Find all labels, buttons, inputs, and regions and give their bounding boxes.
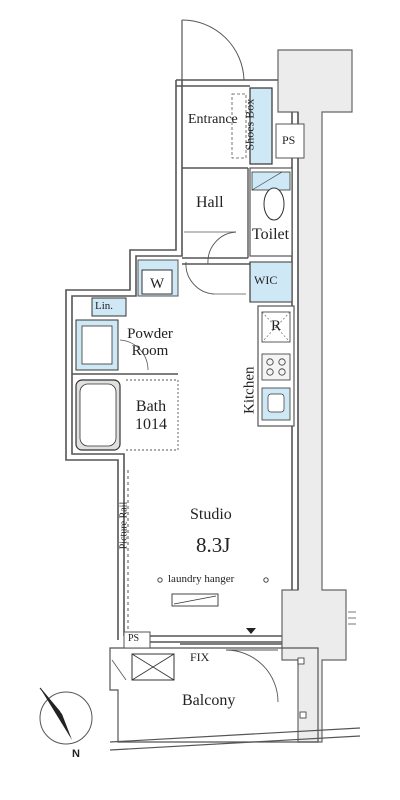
shoes-box-label: Shoes Box <box>242 98 257 151</box>
powder-room-line1: Powder <box>127 326 173 342</box>
ps-bottom-box <box>123 631 151 649</box>
washer-label: W <box>150 276 165 292</box>
drain-2 <box>299 711 307 719</box>
toilet-label: Toilet <box>252 226 290 243</box>
ps-top-box <box>275 123 305 159</box>
laundry-hanger <box>157 577 269 607</box>
hall-label: Hall <box>196 194 224 211</box>
washer-area <box>137 259 179 297</box>
powder-room-label: Powder Room <box>120 326 180 359</box>
compass <box>39 687 93 745</box>
studio-size-label: 8.3J <box>196 533 231 557</box>
wic-area <box>185 261 293 303</box>
vanity <box>75 319 149 371</box>
balcony-label: Balcony <box>182 692 236 709</box>
ps-bottom-label: PS <box>128 633 140 644</box>
compass-n-label: N <box>72 748 80 760</box>
wic-label: WIC <box>254 273 278 287</box>
kitchen-label: Kitchen <box>241 366 258 414</box>
balcony-area <box>109 647 361 751</box>
drain-1 <box>297 657 305 665</box>
balcony-door[interactable] <box>180 643 282 703</box>
linen-label: Lin. <box>95 300 114 312</box>
linen-cabinet <box>91 297 127 317</box>
kitchen-counter <box>257 305 295 427</box>
picture-rail-label: Picture Rail <box>118 501 130 550</box>
refrigerator-label: R <box>271 318 282 334</box>
toilet-room <box>249 167 293 257</box>
bath-line2: 1014 <box>135 415 167 433</box>
ps-top-label: PS <box>282 133 296 147</box>
column-marks <box>348 611 356 625</box>
shoes-box <box>231 87 273 165</box>
entrance-door[interactable] <box>181 19 245 81</box>
entry-marker <box>246 628 256 634</box>
bathtub <box>75 379 179 451</box>
studio-label: Studio <box>190 506 232 523</box>
laundry-hanger-label: laundry hanger <box>168 573 235 585</box>
bath-label: Bath 1014 <box>126 398 176 433</box>
ac-unit <box>111 653 175 681</box>
powder-room-line2: Room <box>131 342 169 359</box>
bath-line1: Bath <box>135 398 167 415</box>
fix-label: FIX <box>190 650 210 664</box>
entrance-label: Entrance <box>188 112 238 127</box>
